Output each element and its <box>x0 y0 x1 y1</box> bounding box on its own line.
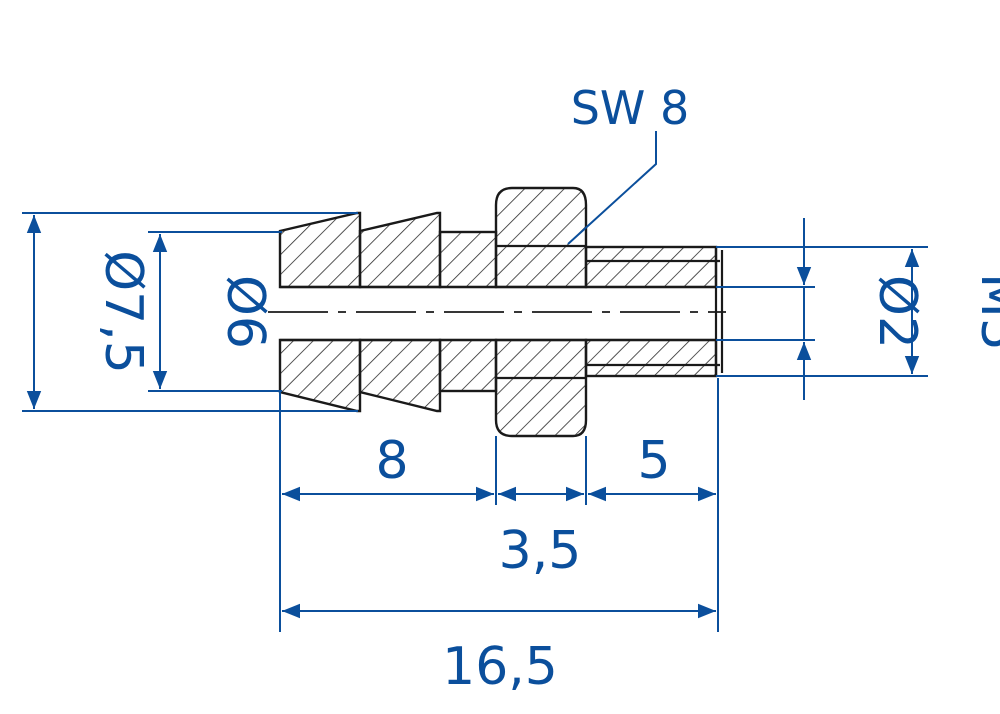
barb-1-lower-section <box>278 338 362 413</box>
label-diameter-bore: Ø2 <box>867 275 927 349</box>
hex-lower-section <box>494 338 588 438</box>
thread-lower-section <box>584 338 718 378</box>
shank-lower-section <box>438 338 498 393</box>
barb-1-upper-section <box>278 211 362 289</box>
shank-upper-section <box>438 230 498 289</box>
label-diameter-inner: Ø6 <box>215 275 275 349</box>
wrench-size-leader <box>567 131 657 245</box>
label-length-total: 16,5 <box>442 637 558 697</box>
hex-upper-section <box>494 186 588 289</box>
barb-2-lower-section <box>358 338 442 413</box>
label-wrench-size: SW 8 <box>571 81 690 135</box>
part-body <box>278 186 718 438</box>
label-length-hex: 3,5 <box>499 521 582 581</box>
label-length-thread: 5 <box>637 431 670 491</box>
thread-upper-section <box>584 245 718 289</box>
dimension-lines <box>22 131 928 632</box>
part-detail-lines <box>280 244 724 380</box>
barb-2-upper-section <box>358 211 442 289</box>
label-diameter-outer: Ø7,5 <box>93 250 153 374</box>
label-thread: M5 <box>969 273 1000 351</box>
label-length-barb: 8 <box>375 431 408 491</box>
